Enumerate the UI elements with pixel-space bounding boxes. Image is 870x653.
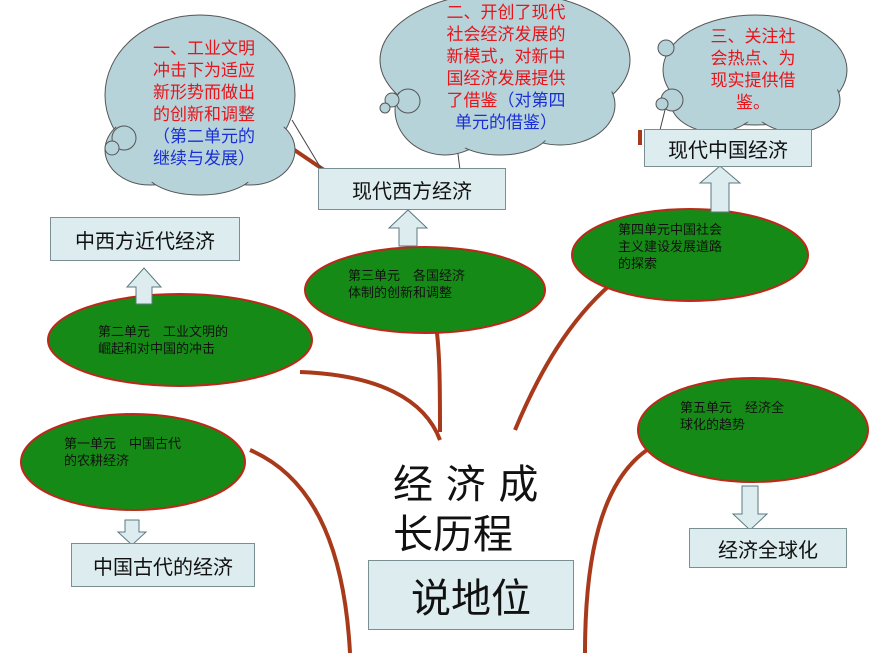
- cloud-two-line: 二、开创了现代: [446, 3, 566, 23]
- branch-unit2: [299, 370, 442, 441]
- leaf-unit1-shape: [20, 413, 246, 511]
- leaf-line: 第四单元中国社会: [618, 223, 723, 238]
- box-globalization: 经济全球化: [689, 528, 847, 568]
- leaf-unit3-text: 第三单元 各国经济 体制的创新和调整: [348, 268, 518, 302]
- leaf-line: 第三单元 各国经济: [348, 269, 466, 284]
- leaf-unit5-shape: [637, 377, 869, 483]
- box-contemporary-west: 现代西方经济: [318, 168, 506, 210]
- branch-unit1: [249, 448, 352, 653]
- box-contemporary-china: 现代中国经济: [644, 129, 812, 167]
- cloud-one-line: 继续与发展）: [153, 149, 255, 169]
- cloud-two-line: 社会经济发展的: [446, 25, 566, 45]
- leaf-line: 主义建设发展道路: [618, 240, 723, 255]
- leaf-line: 球化的趋势: [680, 418, 746, 433]
- cloud-two-mixed-line: 了借鉴（对第四: [420, 90, 592, 112]
- leaf-line: 崛起和对中国的冲击: [98, 342, 216, 357]
- leaf-line: 第一单元 中国古代: [64, 437, 182, 452]
- branch-unit5: [583, 446, 652, 653]
- cloud-three-text: 三、关注社 会热点、为 现实提供借 鉴。: [688, 26, 818, 114]
- leaf-line: 体制的创新和调整: [348, 286, 453, 301]
- leaf-line: 的探索: [618, 257, 658, 272]
- cloud-two-text: 二、开创了现代 社会经济发展的 新模式，对新中 国经济发展提供 了借鉴（对第四 …: [420, 2, 592, 134]
- branch-unit3: [433, 319, 442, 433]
- box-modern-west-early: 中西方近代经济: [50, 217, 240, 261]
- cloud-two-line: 新模式，对新中: [446, 47, 566, 67]
- branch-unit4: [513, 283, 612, 431]
- leaf-unit1-text: 第一单元 中国古代 的农耕经济: [64, 436, 214, 470]
- leaf-unit4-text: 第四单元中国社会 主义建设发展道路 的探索: [618, 222, 768, 273]
- cloud-two-line: 单元的借鉴）: [455, 113, 557, 133]
- arrow-up-unit2: [125, 267, 163, 305]
- cloud-three-line: 现实提供借: [710, 71, 796, 91]
- leaf-unit2-text: 第二单元 工业文明的 崛起和对中国的冲击: [98, 324, 278, 358]
- arrow-down-unit5: [731, 485, 769, 531]
- cloud-one-shape: [104, 14, 296, 196]
- cloud-two-shape: [379, 0, 631, 156]
- leaf-line: 第五单元 经济全: [680, 401, 785, 416]
- cloud-one-line: 新形势而做出: [153, 83, 255, 103]
- arrow-up-unit4: [698, 165, 742, 213]
- cloud-three-shape: [655, 14, 848, 133]
- center-title-line1: 经 济 成: [393, 462, 539, 508]
- leaf-unit4-shape: [571, 208, 809, 302]
- cloud-two-line: 国经济发展提供: [446, 69, 566, 89]
- cloud-three-line: 会热点、为: [710, 49, 796, 69]
- cloud-one-text: 一、工业文明 冲击下为适应 新形势而做出 的创新和调整 （第二单元的 继续与发展…: [130, 38, 278, 170]
- arrows: [116, 165, 769, 546]
- cloud-two-line: 了借鉴: [446, 91, 498, 111]
- leaf-unit3-shape: [304, 246, 546, 334]
- leaf-shapes: [20, 208, 869, 511]
- cloud-one-line: 的创新和调整: [153, 105, 255, 125]
- cloud-three-line: 三、关注社: [710, 27, 796, 47]
- box-ancient: 中国古代的经济: [71, 543, 255, 587]
- cloud-two-line: （对第四: [497, 91, 566, 111]
- center-position-box: 说地位: [368, 560, 574, 630]
- arrow-down-unit1: [116, 519, 148, 546]
- arrow-up-unit3: [387, 209, 429, 247]
- cloud-one-line: 一、工业文明: [153, 39, 255, 59]
- leaf-unit5-text: 第五单元 经济全 球化的趋势: [680, 400, 830, 434]
- leaf-line: 的农耕经济: [64, 454, 130, 469]
- cloud-one-line: （第二单元的: [153, 127, 255, 147]
- center-title-line2: 长历程: [393, 512, 513, 558]
- leaf-unit2-shape: [47, 293, 313, 387]
- leaf-line: 第二单元 工业文明的: [98, 325, 229, 340]
- cloud-one-line: 冲击下为适应: [153, 61, 255, 81]
- cloud-three-line: 鉴。: [736, 93, 770, 113]
